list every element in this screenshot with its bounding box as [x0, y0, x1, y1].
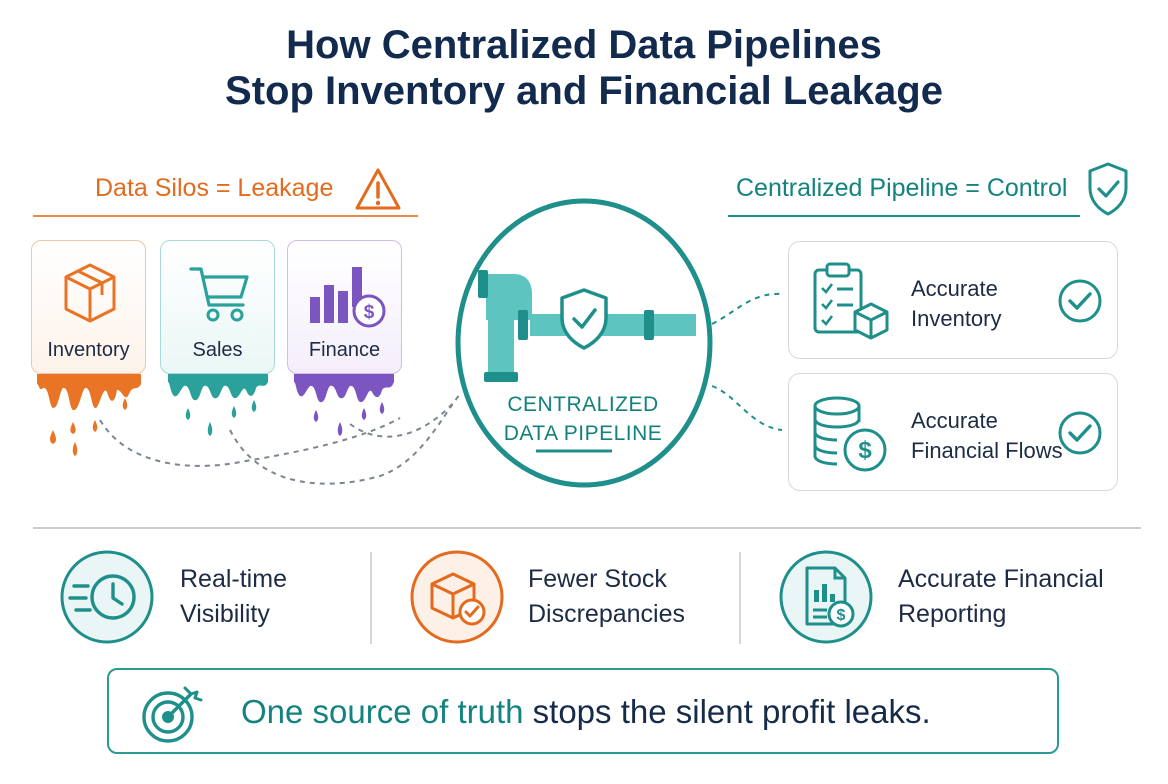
benefit-divider [370, 552, 372, 644]
central-label-line-1: CENTRALIZED [507, 393, 659, 416]
left-header-rule [33, 215, 418, 217]
right-header-rule [728, 215, 1080, 217]
outcome-text-inventory: Accurate Inventory [911, 274, 1002, 334]
benefit-divider [739, 552, 741, 644]
svg-text:$: $ [858, 437, 872, 464]
drip-finance [294, 374, 394, 436]
silo-card-sales: Sales [160, 240, 275, 374]
report-dollar-icon: $ [779, 550, 873, 644]
benefit-text-discrepancies: Fewer Stock Discrepancies [528, 562, 685, 632]
coins-dollar-icon: $ [813, 396, 887, 472]
outcome-financial-line-2: Financial Flows [911, 438, 1063, 463]
banner-text: One source of truth stops the silent pro… [241, 691, 931, 733]
clipboard-box-icon [813, 262, 889, 340]
banner-highlight: One source of truth [241, 693, 524, 730]
banner-rest: stops the silent profit leaks. [523, 693, 931, 730]
benefit-reporting-line-1: Accurate Financial [898, 565, 1104, 593]
outcome-text-financial: Accurate Financial Flows [911, 406, 1063, 466]
clock-fast-icon [60, 550, 154, 644]
drip-sales [168, 374, 268, 436]
outcome-card-financial: $ Accurate Financial Flows [788, 373, 1118, 491]
benefit-visibility-line-1: Real-time [180, 565, 287, 593]
benefit-reporting-line-2: Reporting [898, 600, 1007, 628]
benefit-text-reporting: Accurate Financial Reporting [898, 562, 1104, 632]
silo-card-finance: $ Finance [287, 240, 402, 374]
silo-label-inventory: Inventory [47, 339, 130, 361]
check-circle-icon [1058, 279, 1102, 323]
finance-chart-icon: $ [310, 267, 386, 328]
title-line-2: Stop Inventory and Financial Leakage [225, 69, 943, 113]
right-header: Centralized Pipeline = Control [736, 174, 1068, 202]
bottom-banner: One source of truth stops the silent pro… [107, 668, 1059, 754]
section-divider [33, 527, 1141, 529]
check-circle-icon [1058, 411, 1102, 455]
benefit-discrepancies-line-1: Fewer Stock [528, 565, 667, 593]
warning-triangle-icon [355, 168, 401, 210]
left-header: Data Silos = Leakage [95, 174, 334, 202]
outcome-inventory-line-1: Accurate [911, 276, 998, 301]
page-title: How Centralized Data Pipelines Stop Inve… [0, 22, 1168, 114]
outcome-inventory-line-2: Inventory [911, 306, 1002, 331]
outcome-financial-line-1: Accurate [911, 408, 998, 433]
silo-label-finance: Finance [308, 339, 381, 361]
title-line-1: How Centralized Data Pipelines [286, 23, 882, 67]
drip-inventory [37, 374, 141, 456]
shield-check-icon [1088, 162, 1128, 216]
central-pipeline-label: CENTRALIZED DATA PIPELINE [455, 390, 711, 448]
target-arrow-icon [142, 686, 203, 743]
central-label-line-2: DATA PIPELINE [503, 422, 663, 445]
svg-text:$: $ [364, 302, 375, 323]
cart-icon [189, 267, 249, 322]
silo-label-sales: Sales [192, 339, 243, 361]
svg-text:$: $ [837, 607, 846, 624]
silo-card-inventory: Inventory [31, 240, 146, 374]
pipe-shield-icon [478, 270, 696, 382]
box-icon [64, 263, 116, 323]
box-check-icon [410, 550, 504, 644]
benefit-discrepancies-line-2: Discrepancies [528, 600, 686, 628]
benefit-text-visibility: Real-time Visibility [180, 562, 287, 632]
benefit-visibility-line-2: Visibility [180, 600, 270, 628]
outcome-card-inventory: Accurate Inventory [788, 241, 1118, 359]
